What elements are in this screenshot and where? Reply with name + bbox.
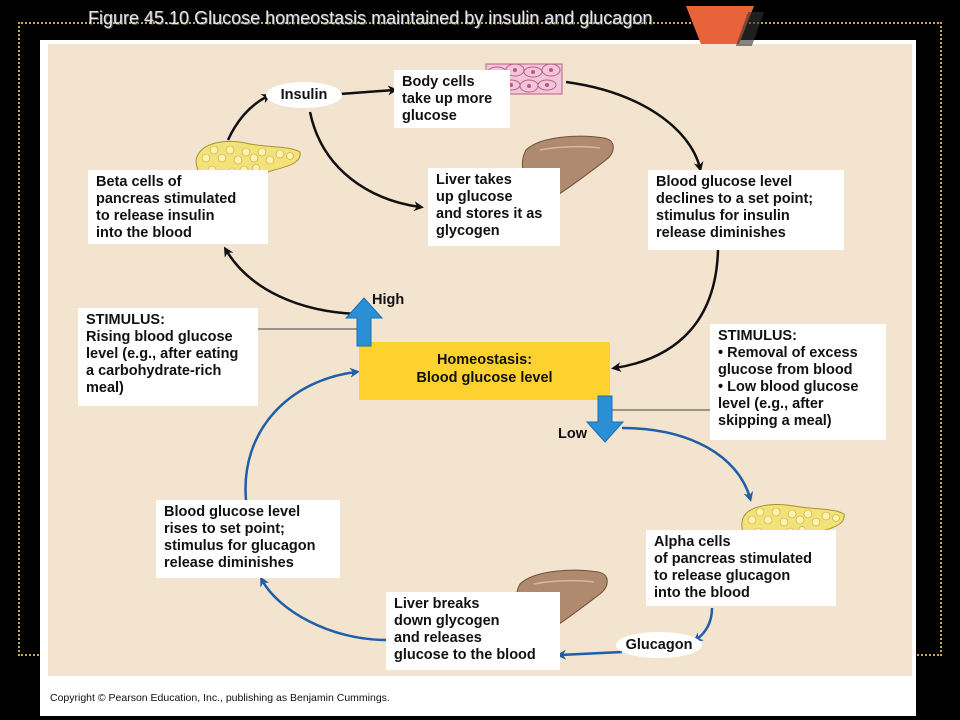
slide-title-bar: Figure 45.10 Glucose homeostasis maintai… <box>0 6 960 46</box>
arrow-liver-to-rises <box>260 576 387 642</box>
arrow-glucagon-to-liver <box>556 649 623 660</box>
liver-takes-box: Liver takes up glucose and stores it as … <box>428 168 560 246</box>
arrow-rises-to-homeostasis <box>244 367 360 501</box>
slide-title: Figure 45.10 Glucose homeostasis maintai… <box>88 8 653 28</box>
glucagon-oval: Glucagon <box>616 632 702 658</box>
arrow-insulin-to-liver <box>308 111 424 212</box>
arrow-beta-to-insulin <box>226 94 272 141</box>
beta-cells-box: Beta cells of pancreas stimulated to rel… <box>88 170 268 244</box>
alpha-cells-box: Alpha cells of pancreas stimulated to re… <box>646 530 836 606</box>
rises-box: Blood glucose level rises to set point; … <box>156 500 340 578</box>
insulin-oval: Insulin <box>266 82 342 108</box>
liver-breaks-box: Liver breaks down glycogen and releases … <box>386 592 560 670</box>
arrow-alpha-to-glucagon <box>692 607 714 643</box>
body-cells-box: Body cells take up more glucose <box>394 70 510 128</box>
low-label: Low <box>558 426 587 442</box>
arrow-insulin-to-bodycells <box>339 85 398 96</box>
declines-box: Blood glucose level declines to a set po… <box>648 170 844 250</box>
homeostasis-heading: Homeostasis: <box>436 352 533 368</box>
arrow-low-to-alpha <box>621 426 754 502</box>
arrow-declines-to-homeostasis <box>611 249 720 372</box>
stimulus-low-box: STIMULUS: • Removal of excess glucose fr… <box>710 324 886 440</box>
high-label: High <box>372 292 405 308</box>
homeostasis-box: Homeostasis: Blood glucose level <box>359 342 610 400</box>
arrow-high-to-beta <box>223 246 359 316</box>
arrow-bodycells-to-declines <box>565 80 704 172</box>
homeostasis-subheading: Blood glucose level <box>416 370 553 386</box>
copyright-notice: Copyright © Pearson Education, Inc., pub… <box>50 692 390 704</box>
stimulus-high-box: STIMULUS: Rising blood glucose level (e.… <box>78 308 258 406</box>
